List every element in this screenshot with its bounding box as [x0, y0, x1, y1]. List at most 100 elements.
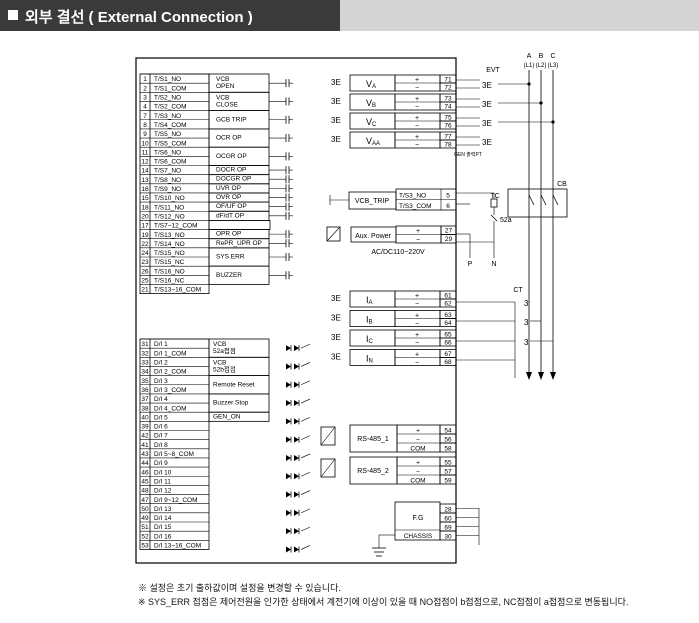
cb-label: CB	[557, 181, 567, 188]
voltage-input-name: VC	[366, 117, 377, 128]
note-sys-err: ※ SYS_ERR 접점은 제어전원을 인가한 상태에서 계전기에 이상이 있을…	[138, 597, 629, 607]
di-number: 34	[141, 369, 149, 376]
tc-label: TC	[490, 193, 499, 200]
di-label: D/I 13	[154, 506, 172, 513]
minus-sign: −	[415, 123, 419, 130]
terminal-cell	[439, 101, 457, 111]
plus-sign: +	[415, 96, 419, 103]
di-number: 50	[141, 506, 149, 513]
di-label: D/I 4_COM	[154, 405, 187, 412]
arrow-mark	[300, 453, 311, 459]
plus-sign: +	[415, 134, 419, 141]
relay-function-label: dF/dT OP	[216, 212, 244, 219]
phase-sub-label: (L1)	[524, 63, 535, 69]
ct-label: CT	[513, 287, 523, 294]
terminal-number: 1	[143, 76, 147, 83]
terminal-label: T/S7_NO	[154, 168, 181, 175]
di-label: D/I 2_COM	[154, 369, 187, 376]
terminal-number: 6	[446, 203, 450, 210]
current-input-name: IC	[366, 334, 374, 345]
terminal-number: 9	[143, 131, 147, 138]
voltage-input-name: VA	[366, 79, 376, 90]
relay-function-label: RePR_UPR OP	[216, 240, 262, 247]
di-function-label-line: 52b접점	[213, 365, 236, 373]
terminal-number: 54	[444, 428, 452, 435]
terminal-label: T/S5_COM	[154, 140, 187, 147]
di-number: 35	[141, 378, 149, 385]
arrow-mark	[300, 545, 311, 550]
arrow-mark	[300, 490, 311, 495]
arrow-mark	[300, 398, 311, 404]
terminal-label: T/S13_NO	[154, 232, 185, 239]
coil-icon: 3E	[331, 135, 341, 144]
terminal-cell	[439, 120, 457, 130]
junction-dot	[539, 101, 543, 105]
terminal-number: 14	[141, 168, 149, 175]
terminal-label: T/S6_NO	[154, 149, 181, 156]
phase-label: B	[539, 53, 544, 60]
terminal-label: T/S16_NO	[154, 268, 185, 275]
coil-icon: 3E	[331, 78, 341, 87]
diode-icon	[286, 473, 291, 480]
di-label: D/I 13~16_COM	[154, 543, 201, 550]
terminal-number: 17	[141, 223, 149, 230]
terminal-number: 23	[141, 259, 149, 266]
terminal-number: 22	[141, 241, 149, 248]
di-label: D/I 9	[154, 460, 168, 467]
relay-function-label: DOCR OP	[216, 167, 246, 174]
di-function-label: GEN_ON	[213, 413, 241, 420]
di-label: D/I 1_COM	[154, 350, 187, 357]
arrow-mark	[300, 417, 311, 422]
relay-function-label-line: OPEN	[216, 83, 235, 90]
diode-icon	[286, 345, 291, 352]
junction-dot	[551, 120, 555, 124]
terminal-number: 76	[444, 123, 452, 130]
rs485-label: RS-485_1	[357, 436, 389, 443]
terminal-number: 15	[141, 195, 149, 202]
terminal-number: 58	[444, 446, 452, 453]
relay-function-label-line: DOCGR OP	[216, 176, 251, 183]
section-title: 외부 결선 ( External Connection )	[25, 9, 253, 26]
p-label: P	[468, 261, 473, 268]
diode-icon	[286, 546, 291, 553]
relay-function-label-line: UVR OP	[216, 185, 241, 192]
di-label: D/I 12	[154, 488, 172, 495]
coil-icon: 3E	[331, 333, 341, 342]
di-label: D/I 5~8_COM	[154, 451, 194, 458]
terminal-number: 69	[444, 525, 452, 532]
diode-icon	[294, 363, 299, 370]
terminal-label: T/S15_NO	[154, 250, 185, 257]
di-number: 42	[141, 433, 149, 440]
di-label: D/I 7	[154, 433, 168, 440]
di-label: D/I 16	[154, 533, 172, 540]
relay-function-label: GCB TRIP	[216, 116, 247, 123]
terminal-number: 55	[444, 460, 452, 467]
diode-icon	[286, 528, 291, 535]
diode-icon	[294, 491, 299, 498]
di-function-label-line: VCB	[213, 341, 226, 348]
di-function-label-line: GEN_ON	[213, 413, 241, 420]
di-label: D/I 5	[154, 414, 168, 421]
rs485-pin-label: COM	[410, 478, 425, 485]
diode-icon	[286, 363, 291, 370]
relay-function-label-line: OCR OP	[216, 135, 242, 142]
coil-icon: 3E	[331, 314, 341, 323]
rs485-icon-diag	[320, 458, 336, 478]
terminal-label: T/S2_COM	[154, 104, 187, 111]
di-label: D/I 15	[154, 524, 172, 531]
di-number: 32	[141, 350, 149, 357]
di-number: 43	[141, 451, 149, 458]
terminal-number: 30	[444, 534, 452, 541]
arrow-mark	[300, 343, 311, 349]
diode-icon	[294, 454, 299, 461]
terminal-label: T/S2_NO	[154, 95, 181, 102]
terminal-number: 3	[143, 95, 147, 102]
di-function-label-line: VCB	[213, 359, 226, 366]
di-label: D/I 14	[154, 515, 172, 522]
di-function-label: Remote Reset	[213, 381, 255, 388]
